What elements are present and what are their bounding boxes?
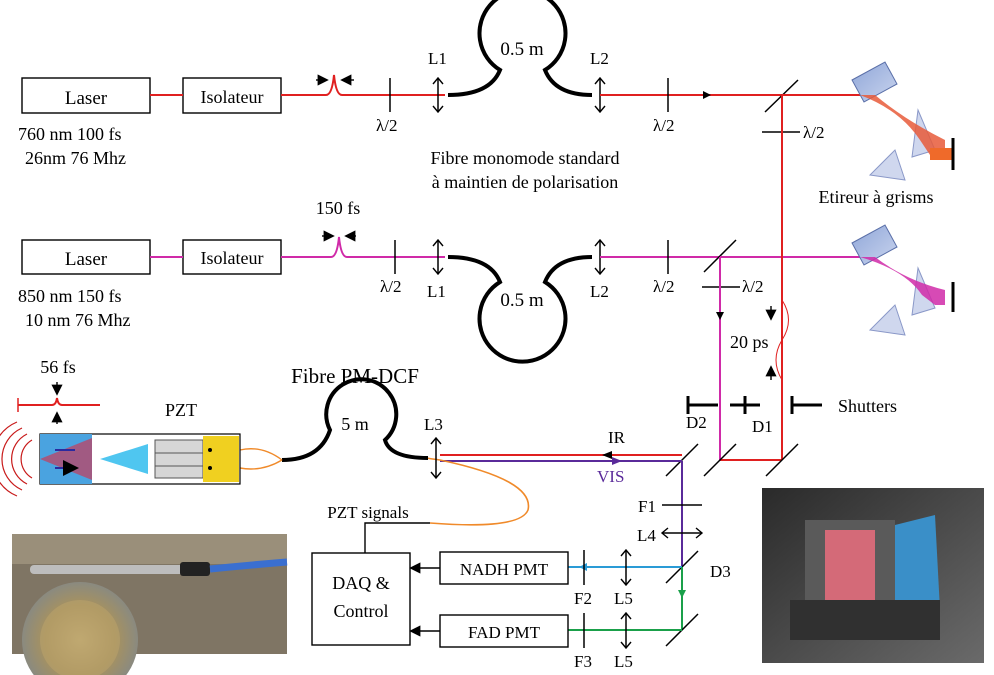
pzt-signal-line	[365, 523, 430, 553]
vis-label: VIS	[597, 467, 624, 486]
daq-label-1: DAQ &	[332, 573, 390, 593]
grism-stretcher-1	[852, 62, 953, 180]
direction-arrow	[602, 451, 612, 459]
l5-label: L5	[614, 652, 633, 671]
pulse-beam-1	[281, 75, 445, 95]
waveplate-label: λ/2	[742, 277, 763, 296]
pzt-label: PZT	[165, 400, 197, 420]
fiber-pm-dcf-length: 5 m	[341, 414, 369, 434]
line2-group	[22, 225, 953, 460]
direction-arrow	[579, 563, 587, 571]
pzt-wires	[240, 449, 282, 469]
laser2-label: Laser	[65, 249, 108, 270]
fiber2-length: 0.5 m	[500, 290, 544, 311]
direction-arrow	[678, 590, 686, 598]
nadh-pmt-label: NADH PMT	[460, 560, 549, 579]
laser2-spec-1: 850 nm 150 fs	[18, 286, 122, 306]
fad-pmt-label: FAD PMT	[468, 623, 541, 642]
ir-label: IR	[608, 428, 626, 447]
l4-label: L4	[637, 526, 656, 545]
d3-label: D3	[710, 562, 731, 581]
lens-l2-label: L2	[590, 282, 609, 301]
probe-head	[40, 434, 240, 484]
f2-label: F2	[574, 589, 592, 608]
fiber-pm-dcf-title: Fibre PM-DCF	[291, 364, 419, 388]
f3-label: F3	[574, 652, 592, 671]
delay-label: 20 ps	[730, 332, 769, 352]
waveplate-label: λ/2	[380, 277, 401, 296]
waveplate-label: λ/2	[376, 116, 397, 135]
pulse-beam-2	[281, 237, 445, 257]
fiber-desc-1: Fibre monomode standard	[431, 148, 620, 168]
laser1-label: Laser	[65, 88, 108, 109]
lens-l2-label: L2	[590, 49, 609, 68]
focus-rings	[0, 422, 32, 496]
shutters-label: Shutters	[838, 396, 897, 416]
grism-photo	[762, 488, 984, 663]
lens-l3-label: L3	[424, 415, 443, 434]
laser1-spec-2: 26nm 76 Mhz	[25, 148, 126, 168]
fiber-desc-2: à maintien de polarisation	[432, 172, 618, 192]
lens-l1-label: L1	[427, 282, 446, 301]
pulse-150fs-label: 150 fs	[316, 198, 361, 218]
grism-stretcher-2	[852, 225, 953, 335]
direction-arrow	[612, 457, 622, 465]
pulse-56fs-label: 56 fs	[40, 357, 76, 377]
waveplate-label: λ/2	[653, 277, 674, 296]
fiber1-length: 0.5 m	[500, 39, 544, 60]
direction-arrow	[703, 91, 711, 99]
daq-box	[312, 553, 410, 645]
isolator1-label: Isolateur	[201, 87, 264, 107]
waveplate-label: λ/2	[803, 123, 824, 142]
d1-label: D1	[752, 417, 773, 436]
orange-cable	[400, 455, 528, 525]
waveplate-label: λ/2	[653, 116, 674, 135]
probe-photo	[12, 534, 287, 675]
stretcher-label: Etireur à grisms	[819, 187, 934, 207]
lens-l1-label: L1	[428, 49, 447, 68]
pzt-signals-label: PZT signals	[327, 503, 408, 522]
l5-label: L5	[614, 589, 633, 608]
daq-label-2: Control	[333, 601, 388, 621]
direction-arrow	[716, 312, 724, 320]
laser2-spec-2: 10 nm 76 Mhz	[25, 310, 131, 330]
isolator2-label: Isolateur	[201, 248, 264, 268]
f1-label: F1	[638, 497, 656, 516]
shutters-group	[688, 396, 822, 414]
laser1-spec-1: 760 nm 100 fs	[18, 124, 122, 144]
d2-label: D2	[686, 413, 707, 432]
pulse-56fs	[18, 398, 100, 405]
